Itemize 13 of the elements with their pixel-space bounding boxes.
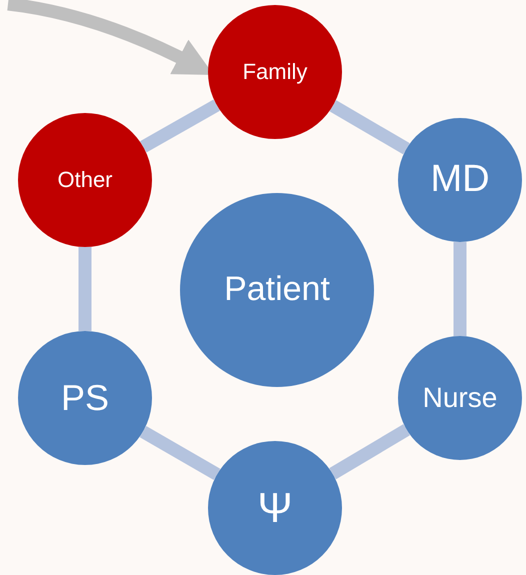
connector-line	[329, 424, 410, 480]
connector-line	[330, 100, 410, 154]
node-label: MD	[430, 159, 490, 201]
node-label: Family	[242, 60, 308, 84]
node-label: Other	[57, 168, 113, 192]
node-label: PS	[60, 378, 110, 418]
connector-line	[78, 247, 92, 331]
connector-line	[140, 99, 220, 153]
node-label: Ψ	[257, 484, 293, 532]
node-label: Nurse	[422, 382, 498, 414]
node-label: Patient	[224, 271, 330, 309]
connector-line	[140, 426, 220, 480]
connector-line	[454, 242, 466, 336]
